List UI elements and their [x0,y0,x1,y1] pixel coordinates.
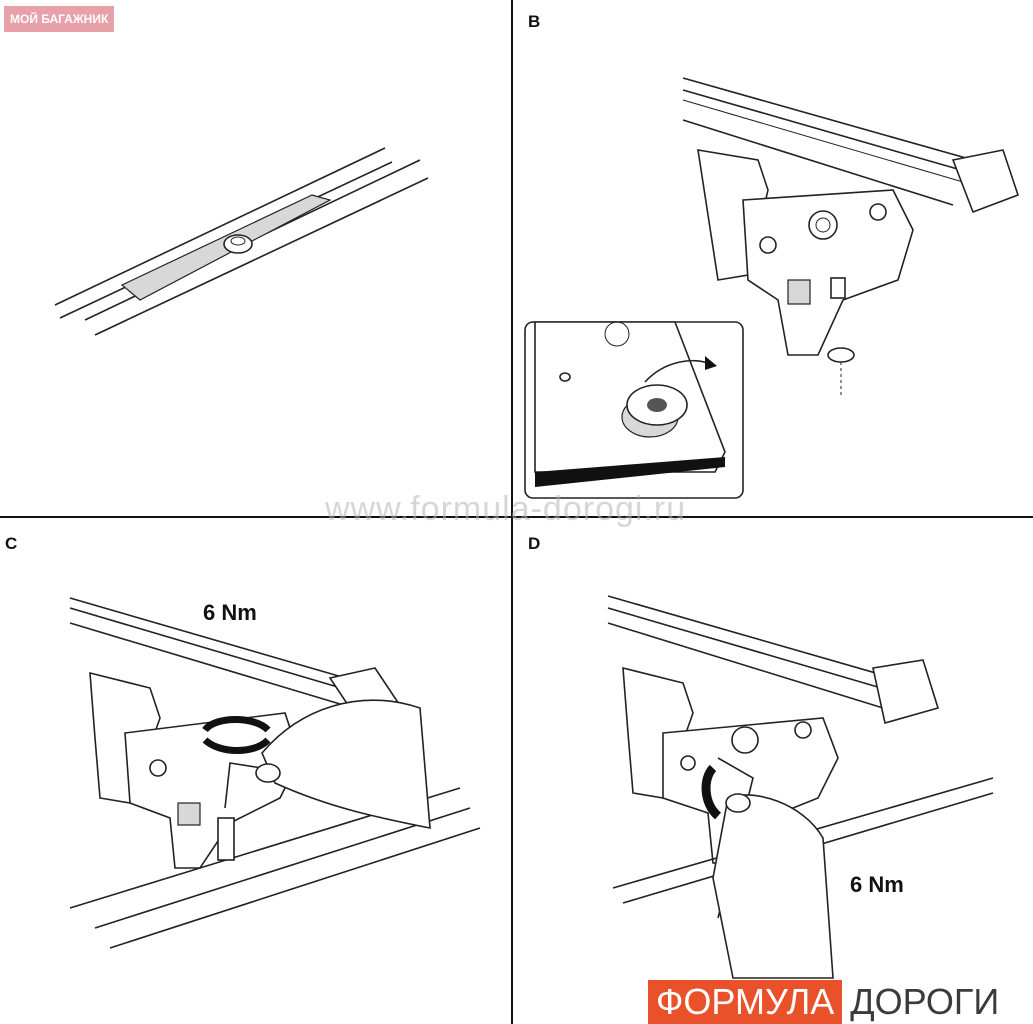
panel-d-torque-label: 6 Nm [850,872,904,897]
brand-logo: ФОРМУЛА ДОРОГИ [648,980,1008,1024]
panel-b-inset-detail [524,321,744,499]
panel-b-bar-foot-illustration [682,77,1020,395]
site-badge: МОЙ БАГАЖНИК [4,6,115,32]
horizontal-divider [0,516,1033,518]
logo-part-1: ФОРМУЛА [648,980,843,1024]
logo-part-2: ДОРОГИ [842,980,1008,1024]
panel-b-label: B [528,12,541,31]
panel-c-label: C [5,534,18,553]
panel-c-torque-label: 6 Nm [203,600,257,625]
site-watermark: www.formula-dorogi.ru [325,490,687,528]
vertical-divider [511,0,513,1024]
panel-d-label: D [528,534,541,553]
panel-c-tightening-illustration [69,597,481,949]
panel-d-tightening-illustration [607,595,994,979]
panel-a-roof-rail-illustration [54,147,429,336]
